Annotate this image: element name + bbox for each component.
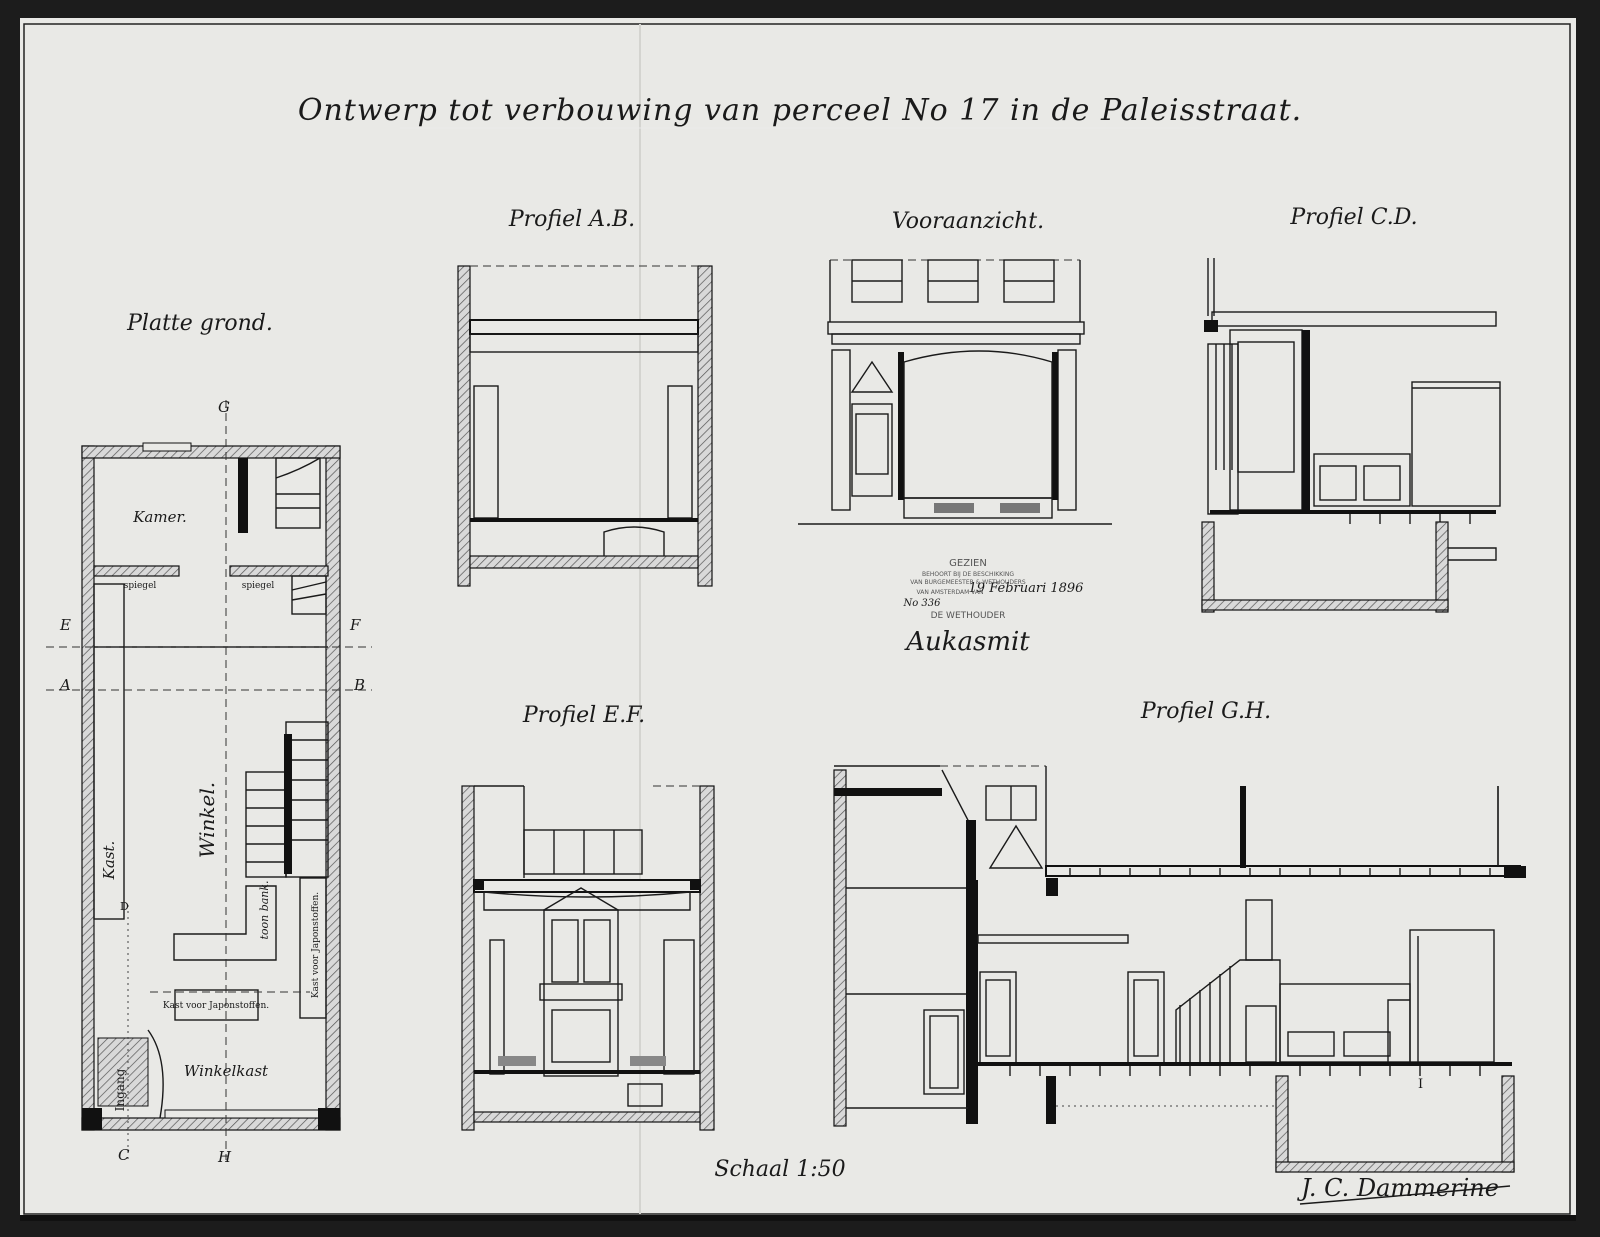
stamp-line1: GEZIEN	[949, 558, 987, 569]
stamp-line3: VAN BURGEMEESTER & WETHOUDERS	[910, 579, 1026, 586]
approval-signature: Aukasmit	[904, 627, 1030, 657]
label-winkelkast: Winkelkast	[184, 1062, 269, 1080]
scale-label: Schaal 1:50	[714, 1157, 845, 1182]
sheet-border	[23, 23, 1571, 1215]
marker-a: A	[58, 676, 71, 694]
label-kast-japonstoffen-vertical: Kast voor Japonstoffen.	[311, 892, 321, 998]
front-elevation: Vooraanzicht.	[798, 209, 1112, 525]
marker-h: H	[217, 1148, 232, 1166]
stamp-line5: DE WETHOUDER	[931, 611, 1006, 621]
misc-mark: I	[1418, 1077, 1423, 1092]
label-kast-japonstoffen-horizontal: Kast voor Japonstoffen.	[163, 1001, 269, 1011]
sheet-title: Ontwerp tot verbouwing van perceel No 17…	[298, 93, 1302, 128]
stamp-number: No 336	[902, 598, 941, 609]
label-toon-bank: toon bank.	[258, 880, 271, 939]
profile-ef-title: Profiel E.F.	[522, 703, 645, 728]
marker-f: F	[349, 616, 361, 634]
paper	[20, 18, 1576, 1218]
profile-gh-title: Profiel G.H.	[1140, 699, 1271, 724]
label-spiegel-1: spiegel	[124, 581, 157, 591]
stamp-line2: BEHOORT BIJ DE BESCHIKKING	[922, 571, 1014, 578]
stamp-date: 19 Februari 1896	[969, 581, 1084, 596]
marker-c: C	[118, 1146, 130, 1164]
marker-b: B	[353, 676, 365, 694]
architect-signature: J. C. Dammerine	[1296, 1174, 1499, 1202]
profile-gh: Profiel G.H.	[833, 699, 1526, 1173]
stamp-line4: VAN AMSTERDAM VAN	[917, 589, 984, 596]
label-spiegel-2: spiegel	[242, 581, 275, 591]
marker-g: G	[218, 398, 230, 416]
floor-plan: Platte grond.	[46, 311, 372, 1166]
marker-d: D	[120, 900, 129, 913]
profile-cd-title: Profiel C.D.	[1289, 205, 1417, 230]
label-winkel: Winkel.	[195, 782, 219, 858]
label-kamer: Kamer.	[132, 508, 187, 526]
profile-ab-title: Profiel A.B.	[508, 207, 635, 232]
plan-title: Platte grond.	[126, 311, 273, 336]
profile-ab: Profiel A.B.	[457, 207, 713, 587]
profile-cd: Profiel C.D.	[1201, 205, 1501, 613]
profile-ef: Profiel E.F.	[461, 703, 715, 1131]
label-kast: Kast.	[100, 841, 118, 881]
approval-stamp: GEZIEN BEHOORT BIJ DE BESCHIKKING VAN BU…	[902, 558, 1083, 657]
marker-e: E	[59, 616, 71, 634]
front-title: Vooraanzicht.	[892, 209, 1044, 234]
label-ingang: Ingang	[113, 1068, 127, 1111]
